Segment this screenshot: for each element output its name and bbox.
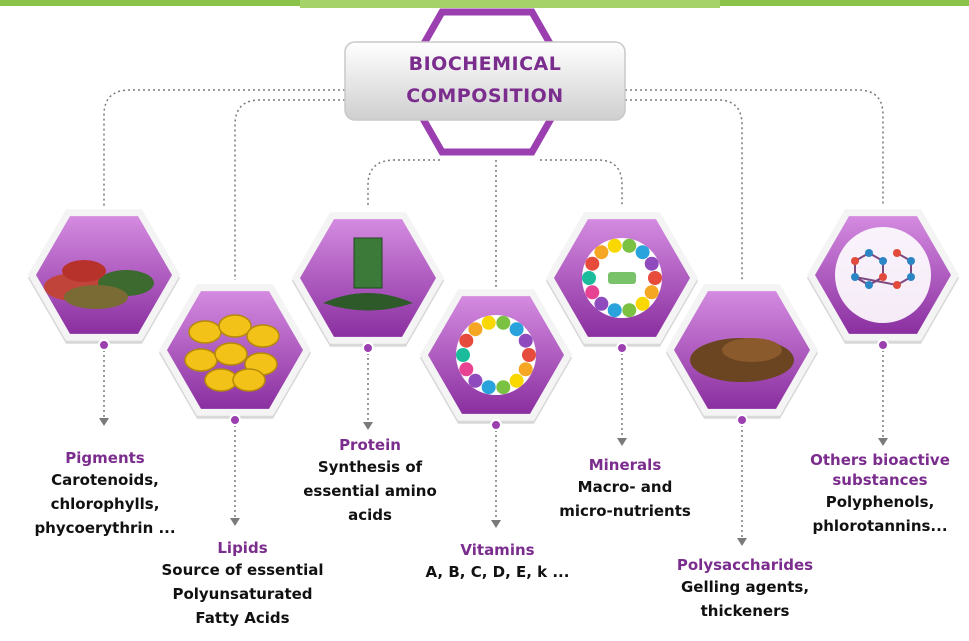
connector-pigments bbox=[103, 89, 345, 206]
hex-pigments bbox=[28, 209, 180, 351]
component-title: Vitamins bbox=[460, 541, 535, 559]
connector-lipids bbox=[234, 99, 345, 280]
component-description: Macro- and micro-nutrients bbox=[559, 478, 691, 520]
hex-minerals bbox=[546, 212, 698, 354]
component-title: Pigments bbox=[65, 449, 145, 467]
arrow-minerals bbox=[617, 438, 627, 446]
component-description: Carotenoids, chlorophylls, phycoerythrin… bbox=[34, 471, 176, 537]
component-hexagons bbox=[28, 209, 959, 431]
component-description: Gelling agents, thickeners bbox=[680, 578, 810, 620]
component-title: Lipids bbox=[217, 539, 268, 557]
top-border-highlight bbox=[300, 0, 720, 8]
oil-capsules-icon bbox=[184, 314, 280, 392]
component-title: Minerals bbox=[588, 456, 662, 474]
connector-dot bbox=[98, 339, 110, 351]
connector-dot bbox=[229, 414, 241, 426]
connector-dot bbox=[736, 414, 748, 426]
title-box bbox=[344, 41, 626, 121]
arrow-polysaccharides bbox=[737, 538, 747, 546]
arrow-pigments bbox=[99, 418, 109, 426]
arrow-lipids bbox=[230, 518, 240, 526]
green-drink-icon bbox=[323, 237, 413, 311]
arrow-heads bbox=[99, 418, 888, 546]
component-description: Polyphenols, phlorotannins... bbox=[812, 493, 948, 535]
component-description: A, B, C, D, E, k ... bbox=[425, 563, 570, 581]
molecule-structure-icon bbox=[835, 227, 931, 323]
arrow-protein bbox=[363, 422, 373, 430]
pigment-powders-icon bbox=[44, 260, 154, 309]
connector-dot bbox=[490, 419, 502, 431]
component-title: Others bioactive substances bbox=[810, 451, 950, 489]
hex-polysaccharides bbox=[666, 284, 818, 426]
connector-others bbox=[625, 89, 884, 206]
hex-others bbox=[807, 209, 959, 351]
component-description: Synthesis of essential amino acids bbox=[303, 458, 437, 524]
hex-lipids bbox=[159, 284, 311, 426]
mineral-circle-icon bbox=[582, 238, 662, 318]
component-title: Polysaccharides bbox=[676, 556, 814, 574]
hex-vitamins bbox=[420, 289, 572, 431]
title-hexagon bbox=[344, 8, 626, 156]
arrow-vitamins bbox=[491, 520, 501, 528]
diagram-title: BIOCHEMICAL COMPOSITION bbox=[406, 53, 564, 107]
connector-dot bbox=[362, 342, 374, 354]
connector-lines bbox=[103, 89, 884, 538]
component-description: Source of essential Polyunsaturated Fatt… bbox=[161, 561, 324, 627]
connector-protein bbox=[367, 159, 440, 206]
label-vitamins: Vitamins A, B, C, D, E, k ... bbox=[405, 540, 590, 584]
connector-minerals bbox=[540, 159, 623, 206]
connector-dot bbox=[616, 342, 628, 354]
connector-dot bbox=[877, 339, 889, 351]
vitamin-circle-icon bbox=[456, 315, 536, 395]
component-title: Protein bbox=[339, 436, 401, 454]
hex-protein bbox=[292, 212, 444, 354]
brown-powder-icon bbox=[690, 338, 794, 382]
arrow-others bbox=[878, 438, 888, 446]
